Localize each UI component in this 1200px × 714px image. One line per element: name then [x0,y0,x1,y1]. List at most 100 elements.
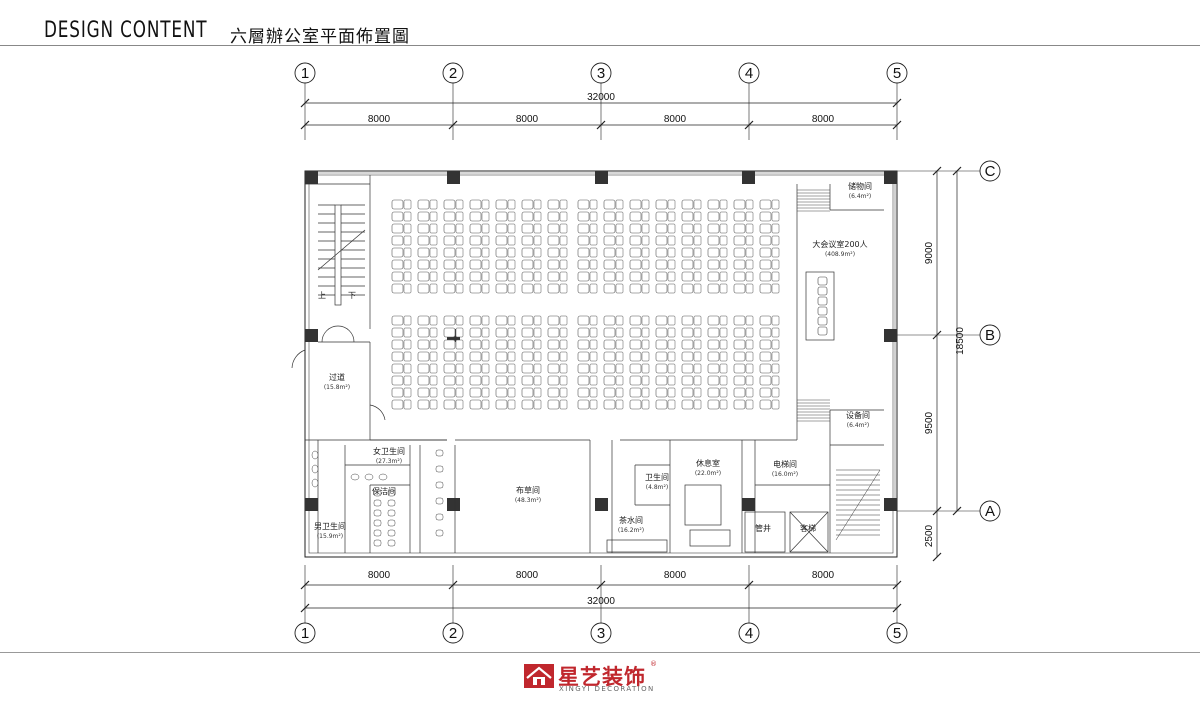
room-label-1: 大会议室200人 (408.9m²) [812,239,867,258]
room-label-3: 设备间 (6.4m²) [846,410,870,429]
room-label-13: 客梯 [800,523,816,533]
grid-bubble-1-bottom: 1 [294,622,316,644]
structural-columns [305,171,897,511]
room-area: (6.4m²) [849,193,871,200]
room-name: 设备间 [846,410,870,420]
room-name: 过道 [329,372,345,382]
stair-up-label: 上 [318,291,326,300]
stairwell-left [305,175,371,329]
footer-rule [0,652,1200,653]
company-logo: 星艺装饰 XINGYI DECORATION ® [524,660,664,693]
grid-bubble-C: C [897,160,1001,182]
dim-bottom-total: 32000 [587,596,615,607]
room-label-2: 过道(15.8m²) [324,372,350,391]
stage-steps [797,189,830,422]
grid-label-C: C [985,163,996,180]
grid-label-2: 2 [449,625,457,642]
grid-label-4: 4 [745,65,753,82]
room-name: 大会议室200人 [812,239,867,249]
room-name: 客梯 [800,523,816,533]
title-chinese: 六層辦公室平面佈置圖 [230,27,410,47]
room-area: (16.2m²) [618,527,644,534]
room-label-11: 电梯间(16.0m²) [772,459,798,478]
grid-bubble-5-bottom: 5 [886,622,908,644]
grid-label-3: 3 [597,65,605,82]
room-label-4: 女卫生间 (27.3m²) [373,446,405,465]
grid-bubble-A: A [897,500,1001,522]
room-label-0: 储物间 (6.4m²) [848,181,872,200]
room-area: (6.4m²) [847,422,869,429]
room-name: 男卫生间 [314,521,346,531]
grid-bubble-3-top: 3 [590,62,612,84]
grid-label-1: 1 [301,625,309,642]
grid-columns: 1 1 2 2 3 3 4 4 5 5 [294,62,908,644]
grid-rows: C B A [897,160,1001,522]
dim-bottom-bay-2: 8000 [516,570,539,581]
dim-top-bay-4: 8000 [812,114,835,125]
stair-down-label: 下 [348,291,356,300]
dim-right-c-b: 9000 [924,241,935,264]
room-name: 管井 [755,523,771,533]
conference-seating [391,199,780,410]
dim-top-bay-2: 8000 [516,114,539,125]
grid-bubble-5-top: 5 [886,62,908,84]
room-label-5: 保洁间 [372,486,396,496]
room-name: 储物间 [848,181,872,191]
logo-registered: ® [650,660,657,668]
room-label-9: 休息室 (22.0m²) [695,458,721,477]
grid-label-2: 2 [449,65,457,82]
room-label-8: 卫生间 (4.8m²) [645,472,669,491]
dim-top-total: 32000 [587,92,615,103]
house-logo-icon [524,664,554,688]
room-area: (15.9m²) [317,533,343,540]
dim-bottom-bay-1: 8000 [368,570,391,581]
room-label-12: 管井 [755,523,771,533]
dim-right-b-a: 9500 [924,411,935,434]
room-name: 卫生间 [645,472,669,482]
room-area: (4.8m²) [646,484,668,491]
grid-label-1: 1 [301,65,309,82]
room-area: (48.3m²) [515,497,541,504]
grid-bubble-2-top: 2 [442,62,464,84]
service-walls [317,440,884,553]
room-name: 女卫生间 [373,446,405,456]
grid-label-3: 3 [597,625,605,642]
toilet-stalls [311,449,444,547]
room-label-7: 布草间 (48.3m²) [515,485,541,504]
grid-bubble-2-bottom: 2 [442,622,464,644]
room-name: 布草间 [516,485,540,495]
grid-label-B: B [985,327,995,344]
windows [318,172,896,498]
room-name: 电梯间 [773,459,797,469]
room-label-10: 茶水间(16.2m²) [618,515,644,534]
title-english: DESIGN CONTENT [44,18,208,43]
room-area: (27.3m²) [376,458,402,465]
grid-bubble-4-top: 4 [738,62,760,84]
header: DESIGN CONTENT 六層辦公室平面佈置圖 [0,0,1200,47]
dim-top-bay-3: 8000 [664,114,687,125]
room-name: 休息室 [696,458,720,468]
logo-brand-cn: 星艺装饰 [558,665,646,689]
dim-right-total: 18500 [955,327,966,355]
dim-right-a-edge: 2500 [924,524,935,547]
grid-bubble-B: B [897,324,1001,346]
stairwell-right [835,469,881,541]
header-rule [0,45,1200,46]
room-area: (408.9m²) [825,251,855,258]
dim-bottom-bay-4: 8000 [812,570,835,581]
grid-label-5: 5 [893,625,901,642]
podium-chairs [817,276,828,336]
room-labels: 储物间 (6.4m²) 大会议室200人 (408.9m²) 过道(15.8m²) 设备间… [314,181,872,540]
grid-bubble-4-bottom: 4 [738,622,760,644]
grid-label-4: 4 [745,625,753,642]
conference-walls [370,184,884,441]
grid-bubble-1-top: 1 [294,62,316,84]
dim-top-bay-1: 8000 [368,114,391,125]
grid-bubble-3-bottom: 3 [590,622,612,644]
room-name: 保洁间 [372,486,396,496]
room-area: (22.0m²) [695,470,721,477]
logo-brand-en: XINGYI DECORATION [559,685,655,693]
dimension-ticks [300,98,962,613]
dim-bottom-bay-3: 8000 [664,570,687,581]
